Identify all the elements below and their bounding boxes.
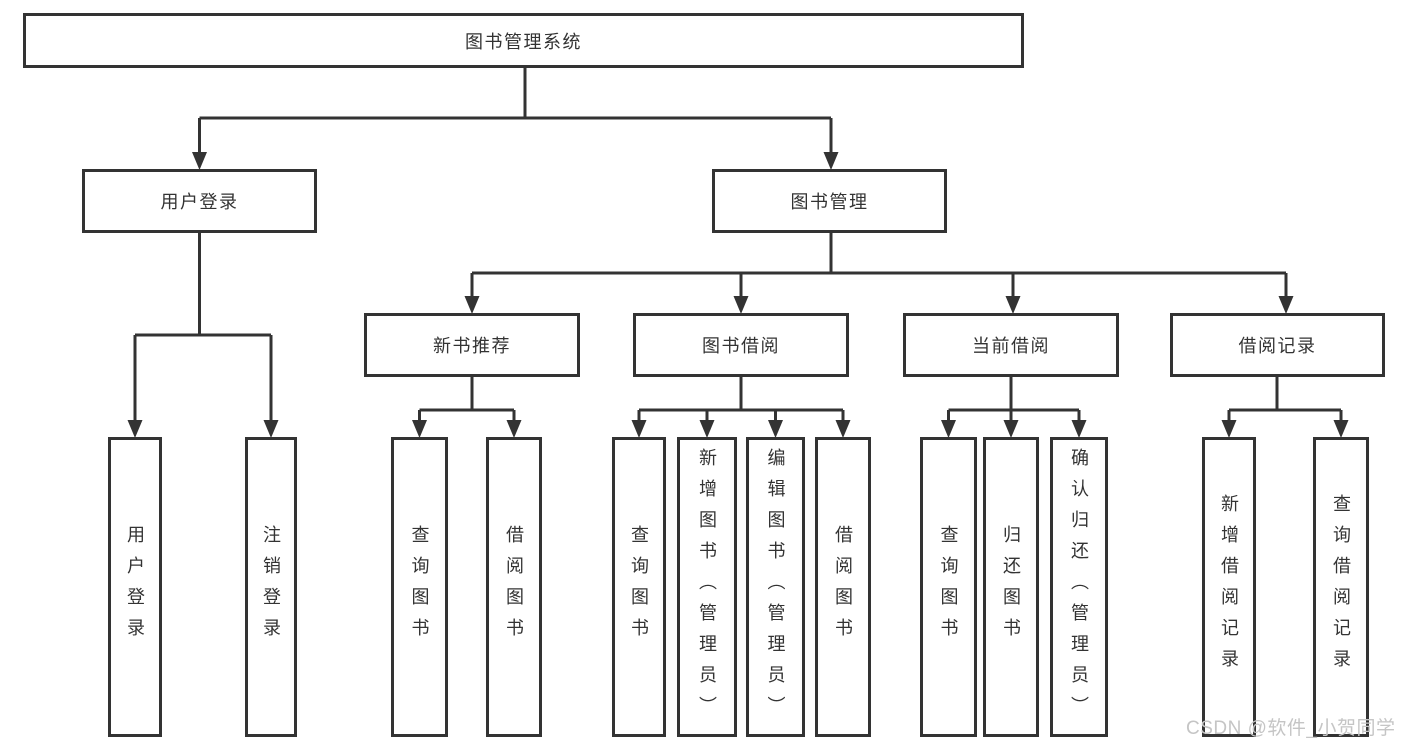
arrow-leaf-add-book <box>699 420 715 438</box>
leaf-add-borrow-record: 新增借阅记录 <box>1202 437 1256 737</box>
arrow-user-login <box>192 152 207 170</box>
leaf-borrow-books-recommend: 借阅图书 <box>486 437 542 737</box>
node-book-borrow: 图书借阅 <box>633 313 849 377</box>
leaf-query-books-recommend: 查询图书 <box>391 437 448 737</box>
leaf-query-books-current: 查询图书 <box>920 437 977 737</box>
arrow-leaf-logout <box>263 420 279 438</box>
arrow-book-borrow <box>733 296 749 314</box>
leaf-add-book-admin: 新增图书（管理员） <box>677 437 737 737</box>
arrow-leaf-return <box>1003 420 1019 438</box>
arrow-leaf-user-login <box>127 420 143 438</box>
arrow-leaf-borrow-1 <box>506 420 522 438</box>
leaf-borrow-books-borrow: 借阅图书 <box>815 437 871 737</box>
leaf-return-books: 归还图书 <box>983 437 1039 737</box>
leaf-query-borrow-record: 查询借阅记录 <box>1313 437 1369 737</box>
node-new-book-recommend: 新书推荐 <box>364 313 580 377</box>
leaf-logout: 注销登录 <box>245 437 297 737</box>
leaf-confirm-return-admin: 确认归还（管理员） <box>1050 437 1108 737</box>
leaf-query-books-borrow: 查询图书 <box>612 437 666 737</box>
arrow-leaf-edit-book <box>768 420 783 438</box>
arrow-leaf-query-3 <box>941 420 956 438</box>
leaf-user-login: 用户登录 <box>108 437 162 737</box>
node-borrow-records: 借阅记录 <box>1170 313 1385 377</box>
arrow-leaf-add-record <box>1221 420 1237 438</box>
arrow-leaf-query-record <box>1333 420 1349 438</box>
arrow-borrow-records <box>1278 296 1294 314</box>
arrow-current-borrow <box>1005 296 1021 314</box>
node-book-management: 图书管理 <box>712 169 947 233</box>
arrowheads <box>127 152 1349 438</box>
node-current-borrow: 当前借阅 <box>903 313 1119 377</box>
arrow-book-management <box>823 152 839 170</box>
arrow-leaf-query-2 <box>631 420 647 438</box>
arrow-new-book-recommend <box>464 296 480 314</box>
arrow-leaf-confirm-return <box>1071 420 1087 438</box>
arrow-leaf-borrow-2 <box>835 420 851 438</box>
node-system-root: 图书管理系统 <box>23 13 1024 68</box>
leaf-edit-book-admin: 编辑图书（管理员） <box>746 437 805 737</box>
csdn-watermark: CSDN @软件_小贺同学 <box>1186 718 1396 739</box>
arrow-leaf-query-1 <box>412 420 427 438</box>
node-user-login: 用户登录 <box>82 169 317 233</box>
